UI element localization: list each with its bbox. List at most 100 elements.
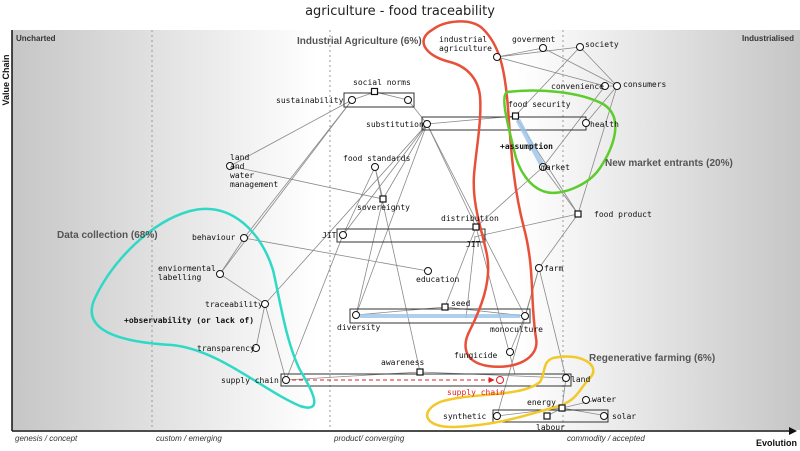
land-water-text-4: management	[230, 180, 278, 189]
enviormental-labelling-text-2: labelling	[158, 273, 202, 282]
market-label: market	[541, 163, 570, 172]
corner-right-label: Industrialised	[742, 34, 794, 43]
goverment-node[interactable]	[539, 44, 547, 52]
enviormental-labelling-text: enviormental	[158, 264, 216, 273]
jit-left-label: JIT	[322, 231, 337, 240]
industrial-agriculture-region-label: Industrial Agriculture (6%)	[297, 36, 422, 47]
health-label: health	[590, 120, 619, 129]
behaviour-label: behaviour	[192, 233, 236, 242]
supply-chain-future-node[interactable]	[496, 376, 504, 384]
distribution-node[interactable]	[472, 223, 480, 231]
market-node[interactable]	[539, 163, 547, 171]
fungicide-node[interactable]	[506, 348, 514, 356]
land-water-text: land	[230, 153, 249, 162]
substitution-node[interactable]	[423, 120, 431, 128]
energy-label: energy	[527, 398, 556, 407]
synthetic-label: synthetic	[443, 412, 487, 421]
water-label: water	[592, 395, 616, 404]
social-norms-node[interactable]	[370, 87, 379, 96]
new-market-entrants-label: New market entrants (20%)	[605, 158, 733, 169]
y-axis-title: Value Chain	[1, 54, 11, 105]
seed-pipeline	[349, 308, 531, 324]
convenience-node[interactable]	[601, 82, 609, 90]
sovereignty-node[interactable]	[379, 195, 387, 203]
jit-right-label: JIT	[466, 240, 481, 249]
stage-product-label: product/ converging	[333, 434, 405, 443]
food-product-node[interactable]	[574, 210, 582, 218]
food-security-market-highlight	[515, 118, 545, 167]
pipeline-markers	[370, 87, 582, 420]
land-water-text-2: and	[230, 162, 245, 171]
energy-node[interactable]	[558, 404, 566, 412]
regenerative-farming-label: Regenerative farming (6%)	[589, 353, 715, 364]
labour-label: labour	[536, 423, 565, 432]
food-security-label: food security	[508, 100, 571, 109]
map-title: agriculture - food traceability	[305, 4, 495, 19]
land-water-node[interactable]	[226, 162, 234, 170]
farm-node[interactable]	[535, 264, 543, 272]
education-label: education	[416, 275, 460, 284]
awareness-label: awareness	[381, 358, 425, 367]
supply-chain-label: supply chain	[221, 376, 279, 385]
land-water-text-3: water	[230, 171, 254, 180]
stage-commodity-label: commodity / accepted	[567, 434, 645, 443]
food-standards-node[interactable]	[371, 163, 379, 171]
enviormental-labelling-node[interactable]	[216, 270, 224, 278]
background-industrialised	[517, 30, 800, 430]
monoculture-node[interactable]	[521, 312, 529, 320]
diversity-label: diversity	[337, 323, 381, 332]
transparency-node[interactable]	[252, 344, 260, 352]
convenience-label: convenience	[551, 82, 604, 91]
sustainability-pipeline	[343, 92, 415, 108]
regenerative-farming-region	[426, 355, 595, 429]
farm-label: farm	[544, 264, 563, 273]
substitution-label: substitution	[366, 120, 424, 129]
diversity-node[interactable]	[352, 311, 360, 319]
synthetic-node[interactable]	[493, 412, 501, 420]
transparency-label: transparency	[197, 344, 255, 353]
solar-node[interactable]	[600, 412, 608, 420]
society-node[interactable]	[576, 43, 584, 51]
stage-genesis-label: genesis / concept	[15, 434, 78, 443]
consumers-node[interactable]	[613, 82, 621, 90]
supply-chain-node[interactable]	[282, 376, 290, 384]
observability-note: +observability (or lack of)	[124, 315, 254, 325]
jit-pipeline	[336, 228, 486, 243]
land-node[interactable]	[562, 374, 570, 382]
food-security-node[interactable]	[511, 112, 520, 120]
supply-chain-future-label: supply chain	[447, 388, 505, 397]
water-node[interactable]	[582, 396, 590, 404]
stage-custom-label: custom / emerging	[156, 434, 222, 443]
distribution-label: distribution	[441, 214, 499, 223]
monoculture-label: monoculture	[490, 325, 543, 334]
sustainability-node[interactable]	[348, 96, 356, 104]
seed-label: seed	[451, 299, 470, 308]
labour-node[interactable]	[543, 412, 551, 420]
component-markers	[216, 43, 621, 420]
sustainability-end-node[interactable]	[404, 96, 412, 104]
seed-node[interactable]	[441, 303, 449, 311]
jit-left-node[interactable]	[339, 231, 347, 239]
data-collection-label: Data collection (68%)	[57, 230, 158, 241]
goverment-label: goverment	[512, 35, 556, 44]
health-node[interactable]	[582, 119, 590, 127]
consumers-label: consumers	[623, 80, 667, 89]
industrial-agriculture-region	[422, 20, 538, 369]
assumption-note: +assumption	[500, 141, 553, 151]
traceability-node[interactable]	[261, 300, 269, 308]
new-market-entrants-region	[503, 89, 617, 195]
industrial-agriculture-line-1-2: agriculture	[439, 44, 492, 53]
social-norms-label: social norms	[353, 78, 411, 87]
education-node[interactable]	[424, 267, 432, 275]
food-product-label: food product	[594, 210, 652, 219]
x-axis-title: Evolution	[756, 438, 797, 448]
behaviour-node[interactable]	[240, 234, 248, 242]
industrial-agriculture-node[interactable]	[493, 53, 501, 61]
awareness-node[interactable]	[416, 368, 424, 376]
food-standards-label: food standards	[343, 154, 411, 163]
land-label: land	[571, 375, 590, 384]
